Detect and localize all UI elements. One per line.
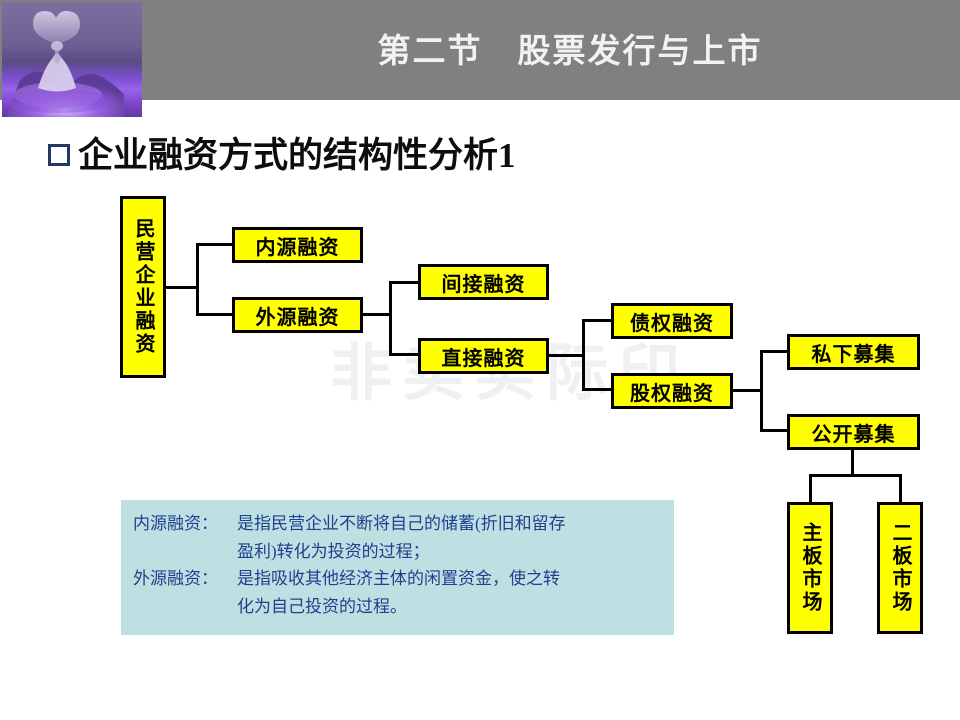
diagram-node-neiyuan-rongzi[interactable]: 内源融资	[232, 227, 363, 263]
definition-text: 是指民营企业不断将自己的储蓄(折旧和留存	[237, 514, 566, 533]
definition-box: 内源融资： 是指民营企业不断将自己的储蓄(折旧和留存 盈利)转化为投资的过程； …	[121, 500, 674, 635]
page-title: 第二节 股票发行与上市	[377, 34, 763, 70]
connector-n9-spine	[809, 474, 902, 477]
diagram-node-zhijie-rongzi[interactable]: 直接融资	[418, 338, 549, 374]
diagram-node-zhaiquan-rongzi[interactable]: 债权融资	[611, 303, 733, 339]
connector-n1-to-n3	[196, 313, 232, 316]
definition-term: 内源融资：	[133, 514, 218, 533]
diagram-node-guquan-rongzi[interactable]: 股权融资	[611, 373, 733, 409]
water-drop-icon	[2, 2, 142, 117]
connector-n1-spine	[196, 243, 199, 315]
definition-line: 盈利)转化为投资的过程；	[133, 538, 662, 566]
connector-n9-to-n11	[899, 474, 902, 502]
definition-text: 化为自己投资的过程。	[237, 596, 407, 616]
definition-text: 盈利)转化为投资的过程；	[237, 541, 430, 561]
connector-n5-to-n7	[582, 388, 611, 391]
connector-n7-spine	[760, 350, 763, 432]
definition-line: 外源融资： 是指吸收其他经济主体的闲置资金，使之转	[133, 565, 662, 593]
header-band	[0, 0, 960, 100]
subtitle-row: 企业融资方式的结构性分析1	[48, 128, 516, 176]
diagram-node-sixia-muji[interactable]: 私下募集	[787, 334, 920, 370]
diagram-node-jianjie-rongzi[interactable]: 间接融资	[418, 264, 549, 300]
connector-n3-to-n4	[389, 281, 418, 284]
connector-n5-spine	[582, 319, 585, 391]
connector-n1-to-n2	[196, 243, 232, 246]
connector-n5-stub	[549, 354, 585, 357]
diagram-node-waiyuan-rongzi[interactable]: 外源融资	[232, 297, 363, 333]
connector-n5-to-n6	[582, 319, 611, 322]
connector-n9-stub	[851, 450, 854, 476]
connector-n9-to-n10	[809, 474, 812, 502]
connector-n3-spine	[389, 281, 392, 356]
definition-line: 内源融资： 是指民营企业不断将自己的储蓄(折旧和留存	[133, 510, 662, 538]
diagram-node-minying-qiye-rongzi[interactable]: 民营企业融资	[120, 196, 166, 378]
definition-term: 外源融资：	[133, 569, 218, 589]
connector-n7-to-n9	[760, 429, 787, 432]
connector-n1-stub	[166, 286, 199, 289]
connector-n3-stub	[363, 313, 392, 316]
definition-line: 化为自己投资的过程。	[133, 593, 662, 621]
connector-n7-stub	[733, 389, 763, 392]
hollow-square-bullet-icon	[48, 144, 70, 166]
definition-text: 是指吸收其他经济主体的闲置资金，使之转	[237, 569, 560, 589]
connector-n7-to-n8	[760, 350, 787, 353]
subtitle-text: 企业融资方式的结构性分析1	[78, 135, 516, 175]
diagram-node-zhuban-shichang[interactable]: 主板市场	[787, 502, 833, 634]
connector-n3-to-n5	[389, 353, 418, 356]
diagram-node-gongkai-muji[interactable]: 公开募集	[787, 414, 920, 450]
diagram-node-erban-shichang[interactable]: 二板市场	[877, 502, 923, 634]
